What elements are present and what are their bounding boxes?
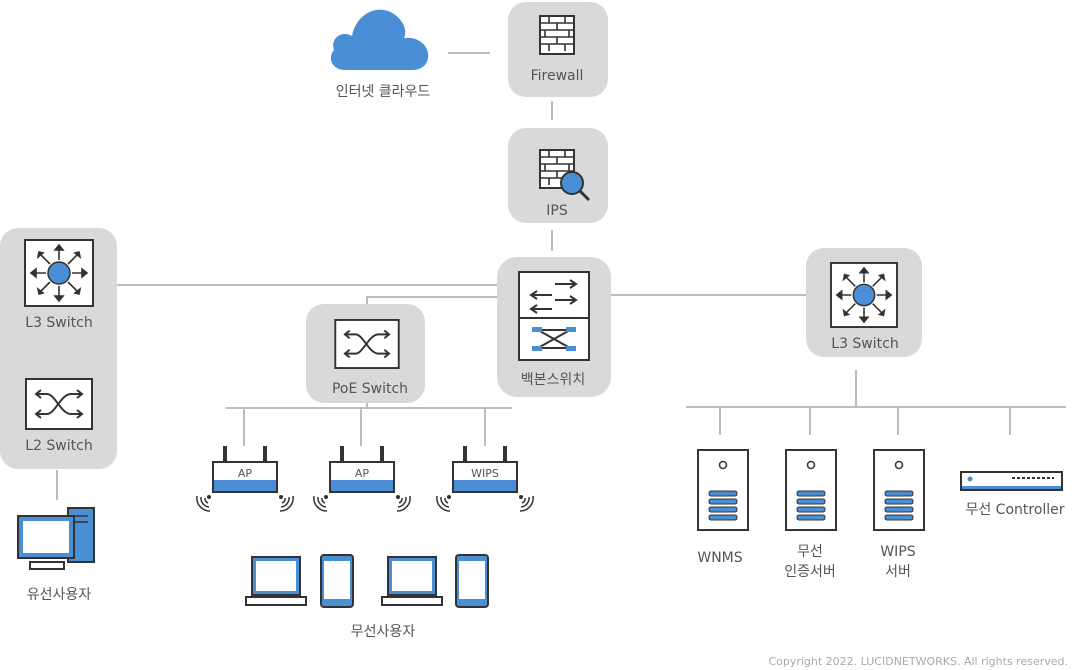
- access-point[interactable]: AP: [313, 446, 411, 512]
- poe-switch-icon: [334, 319, 400, 369]
- access-point[interactable]: AP: [196, 446, 294, 512]
- phone-icon: [455, 554, 489, 608]
- link-poe-backbone: [366, 296, 500, 306]
- l3-right-label: L3 Switch: [831, 336, 898, 352]
- server-icon: [873, 449, 925, 531]
- ap-label: AP: [238, 467, 253, 480]
- wireless-controller[interactable]: 무선 Controller: [960, 471, 1065, 518]
- server-label: WIPS: [880, 544, 915, 560]
- ap-label: AP: [355, 467, 370, 480]
- wired-users-label: 유선사용자: [27, 587, 92, 603]
- controller-icon: [960, 471, 1063, 491]
- server-label-line2: 서버: [885, 564, 911, 580]
- ips-node[interactable]: IPS: [508, 128, 608, 223]
- wifi-signal-icon: [196, 494, 212, 512]
- backbone-switch-icon: [518, 271, 590, 361]
- controller-label: 무선 Controller: [965, 502, 1064, 518]
- server-auth[interactable]: 무선 인증서버: [784, 449, 837, 580]
- server-wips[interactable]: WIPS 서버: [873, 449, 925, 580]
- firewall-node[interactable]: Firewall: [508, 2, 608, 97]
- server-label: WNMS: [697, 550, 742, 566]
- wifi-signal-icon: [518, 494, 534, 512]
- wireless-users-label: 무선사용자: [351, 624, 416, 640]
- connections: [56, 52, 1066, 500]
- laptop-icon: [381, 556, 443, 606]
- poe-switch-node[interactable]: PoE Switch: [306, 304, 425, 403]
- ips-label: IPS: [546, 203, 568, 219]
- internet-cloud-node: 인터넷 클라우드: [330, 9, 431, 100]
- wifi-signal-icon: [395, 494, 411, 512]
- l2-switch-icon[interactable]: [25, 378, 93, 430]
- server-wnms[interactable]: WNMS: [697, 449, 749, 566]
- l3-left-label: L3 Switch: [25, 315, 92, 331]
- magnifier-icon: [560, 171, 591, 202]
- wired-users-node: 유선사용자: [17, 507, 95, 603]
- server-bus: [686, 370, 1066, 435]
- laptop-icon: [245, 556, 307, 606]
- l3-switch-right-node[interactable]: L3 Switch: [806, 248, 922, 357]
- cloud-label: 인터넷 클라우드: [336, 84, 431, 100]
- server-icon: [697, 449, 749, 531]
- desktop-pc-icon: [17, 507, 95, 570]
- phone-icon: [320, 554, 354, 608]
- backbone-switch-node[interactable]: 백본스위치: [497, 257, 611, 397]
- cloud-icon: [330, 9, 429, 70]
- wifi-signal-icon: [278, 494, 294, 512]
- server-label: 무선: [797, 544, 823, 560]
- server-label-line2: 인증서버: [784, 564, 836, 580]
- l3-switch-icon[interactable]: [24, 239, 94, 307]
- brick-wall-icon: [539, 15, 575, 55]
- firewall-label: Firewall: [531, 68, 584, 84]
- wips-sensor[interactable]: WIPS: [436, 446, 534, 512]
- poe-bus: [226, 402, 512, 446]
- ap-label: WIPS: [471, 467, 499, 480]
- server-icon: [785, 449, 837, 531]
- l3-switch-icon: [830, 262, 898, 328]
- backbone-label: 백본스위치: [521, 372, 585, 388]
- left-switch-group: L3 Switch L2 Switch: [0, 228, 117, 469]
- poe-label: PoE Switch: [332, 381, 408, 397]
- l2-label: L2 Switch: [25, 438, 92, 454]
- wifi-signal-icon: [436, 494, 452, 512]
- copyright: Copyright 2022. LUCIDNETWORKS. All right…: [768, 655, 1068, 668]
- wireless-users-node: 무선사용자: [245, 554, 489, 640]
- wifi-signal-icon: [313, 494, 329, 512]
